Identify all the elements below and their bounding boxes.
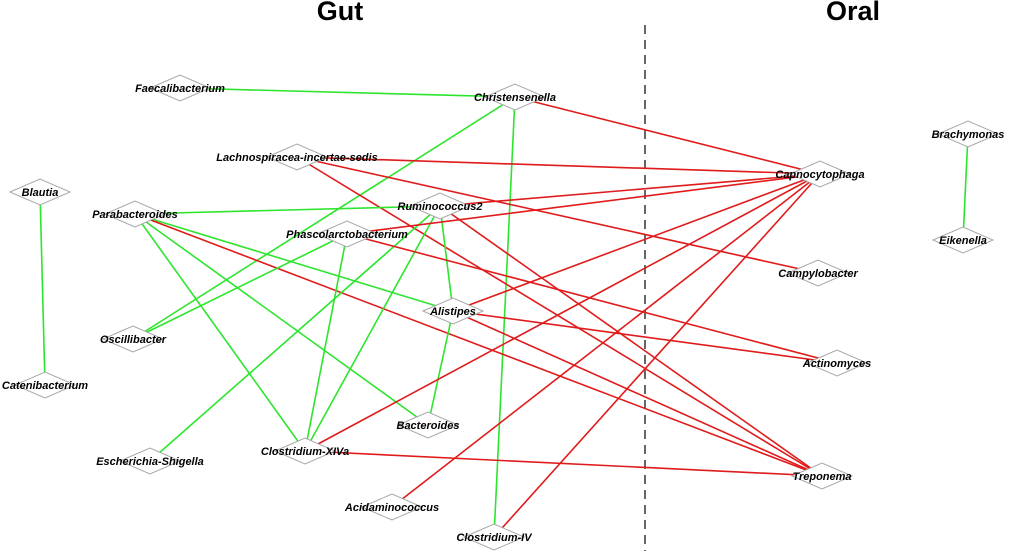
node-ruminococcus2[interactable]: Ruminococcus2	[398, 192, 483, 220]
node-campylobacter[interactable]: Campylobacter	[778, 259, 858, 287]
node-diamond	[790, 462, 854, 490]
node-diamond	[103, 200, 167, 228]
edge-parabacteroides-bacteroides	[134, 213, 429, 426]
node-label: Campylobacter	[778, 268, 858, 280]
node-label: Acidaminococcus	[344, 502, 439, 514]
edge-blautia-catenibacterium	[39, 191, 46, 386]
edge-clostridium_xiva-treponema	[304, 450, 823, 477]
edge-christensenella-capnocytophaga	[514, 96, 821, 175]
node-treponema[interactable]: Treponema	[790, 462, 854, 490]
node-faecalibacterium[interactable]: Faecalibacterium	[135, 74, 225, 102]
node-christensenella[interactable]: Christensenella	[474, 83, 556, 111]
node-diamond	[786, 259, 850, 287]
node-diamond	[101, 325, 165, 353]
node-parabacteroides[interactable]: Parabacteroides	[92, 200, 178, 228]
node-catenibacterium[interactable]: Catenibacterium	[2, 371, 88, 399]
edge-brachymonas-eikenella	[962, 133, 969, 241]
node-escherichia[interactable]: Escherichia-Shigella	[96, 447, 204, 475]
node-label: Faecalibacterium	[135, 83, 225, 95]
node-label: Clostridium-IV	[456, 532, 533, 544]
node-diamond	[788, 160, 852, 188]
node-diamond	[273, 437, 337, 465]
node-label: Bacteroides	[397, 420, 460, 432]
edge-phascolarctobacterium-capnocytophaga	[346, 173, 821, 235]
node-diamond	[8, 178, 72, 206]
node-layer: FaecalibacteriumChristensenellaLachnospi…	[2, 74, 1005, 551]
node-diamond	[13, 371, 77, 399]
edge-phascolarctobacterium-oscillibacter	[132, 233, 348, 340]
edge-lachnospiracea-campylobacter	[296, 156, 819, 274]
oral-section-title: Oral	[825, 0, 881, 26]
node-diamond	[931, 226, 995, 254]
node-alistipes[interactable]: Alistipes	[421, 297, 485, 325]
node-acidaminococcus[interactable]: Acidaminococcus	[344, 493, 439, 521]
node-diamond	[118, 447, 182, 475]
node-eikenella[interactable]: Eikenella	[931, 226, 995, 254]
node-diamond	[936, 120, 1000, 148]
node-label: Eikenella	[939, 235, 987, 247]
node-label: Parabacteroides	[92, 209, 178, 221]
edge-lachnospiracea-capnocytophaga	[296, 156, 821, 175]
node-diamond	[408, 192, 472, 220]
node-brachymonas[interactable]: Brachymonas	[932, 120, 1005, 148]
edge-ruminococcus2-clostridium_xiva	[304, 205, 441, 452]
edge-layer	[39, 87, 969, 538]
node-clostridium_iv[interactable]: Clostridium-IV	[456, 523, 533, 551]
node-bacteroides[interactable]: Bacteroides	[396, 411, 460, 439]
node-diamond	[483, 83, 547, 111]
node-diamond	[148, 74, 212, 102]
node-label: Oscillibacter	[100, 334, 167, 346]
edge-ruminococcus2-capnocytophaga	[439, 173, 821, 207]
edge-alistipes-bacteroides	[427, 310, 454, 426]
node-diamond	[360, 493, 424, 521]
gut-section-title: Gut	[316, 0, 364, 26]
node-label: Lachnospiracea-incertae-sedis	[216, 152, 377, 164]
edge-ruminococcus2-escherichia	[149, 205, 441, 462]
node-blautia[interactable]: Blautia	[8, 178, 72, 206]
edge-ruminococcus2-alistipes	[439, 205, 454, 312]
node-label: Actinomyces	[802, 358, 871, 370]
node-label: Blautia	[22, 187, 59, 199]
edge-phascolarctobacterium-clostridium_xiva	[304, 233, 348, 452]
node-label: Alistipes	[429, 306, 476, 318]
node-label: Brachymonas	[932, 129, 1005, 141]
node-label: Treponema	[792, 471, 851, 483]
edge-parabacteroides-clostridium_xiva	[134, 213, 306, 452]
edge-clostridium_xiva-capnocytophaga	[304, 173, 821, 452]
node-clostridium_xiva[interactable]: Clostridium-XIVa	[261, 437, 349, 465]
edge-acidaminococcus-capnocytophaga	[391, 173, 821, 508]
node-label: Capnocytophaga	[775, 169, 864, 181]
node-diamond	[396, 411, 460, 439]
node-label: Catenibacterium	[2, 380, 88, 392]
node-diamond	[315, 220, 379, 248]
edge-ruminococcus2-treponema	[439, 205, 823, 477]
node-label: Christensenella	[474, 92, 556, 104]
edge-christensenella-clostridium_iv	[493, 96, 516, 538]
edge-clostridium_iv-capnocytophaga	[493, 173, 821, 538]
node-label: Clostridium-XIVa	[261, 446, 349, 458]
node-diamond	[462, 523, 526, 551]
edge-phascolarctobacterium-actinomyces	[346, 233, 838, 364]
edge-parabacteroides-treponema	[134, 213, 823, 477]
node-diamond	[421, 297, 485, 325]
node-oscillibacter[interactable]: Oscillibacter	[100, 325, 167, 353]
edge-alistipes-capnocytophaga	[452, 173, 821, 312]
edge-parabacteroides-ruminococcus2	[134, 205, 441, 215]
edge-alistipes-actinomyces	[452, 310, 838, 364]
node-label: Escherichia-Shigella	[96, 456, 204, 468]
edge-faecalibacterium-christensenella	[179, 87, 516, 98]
node-label: Ruminococcus2	[398, 201, 483, 213]
node-diamond	[265, 143, 329, 171]
node-actinomyces[interactable]: Actinomyces	[802, 349, 871, 377]
node-label: Phascolarctobacterium	[286, 229, 408, 241]
edge-parabacteroides-alistipes	[134, 213, 454, 312]
node-phascolarctobacterium[interactable]: Phascolarctobacterium	[286, 220, 408, 248]
node-diamond	[805, 349, 869, 377]
node-capnocytophaga[interactable]: Capnocytophaga	[775, 160, 865, 188]
node-lachnospiracea[interactable]: Lachnospiracea-incertae-sedis	[216, 143, 378, 171]
edge-lachnospiracea-treponema	[296, 156, 823, 477]
